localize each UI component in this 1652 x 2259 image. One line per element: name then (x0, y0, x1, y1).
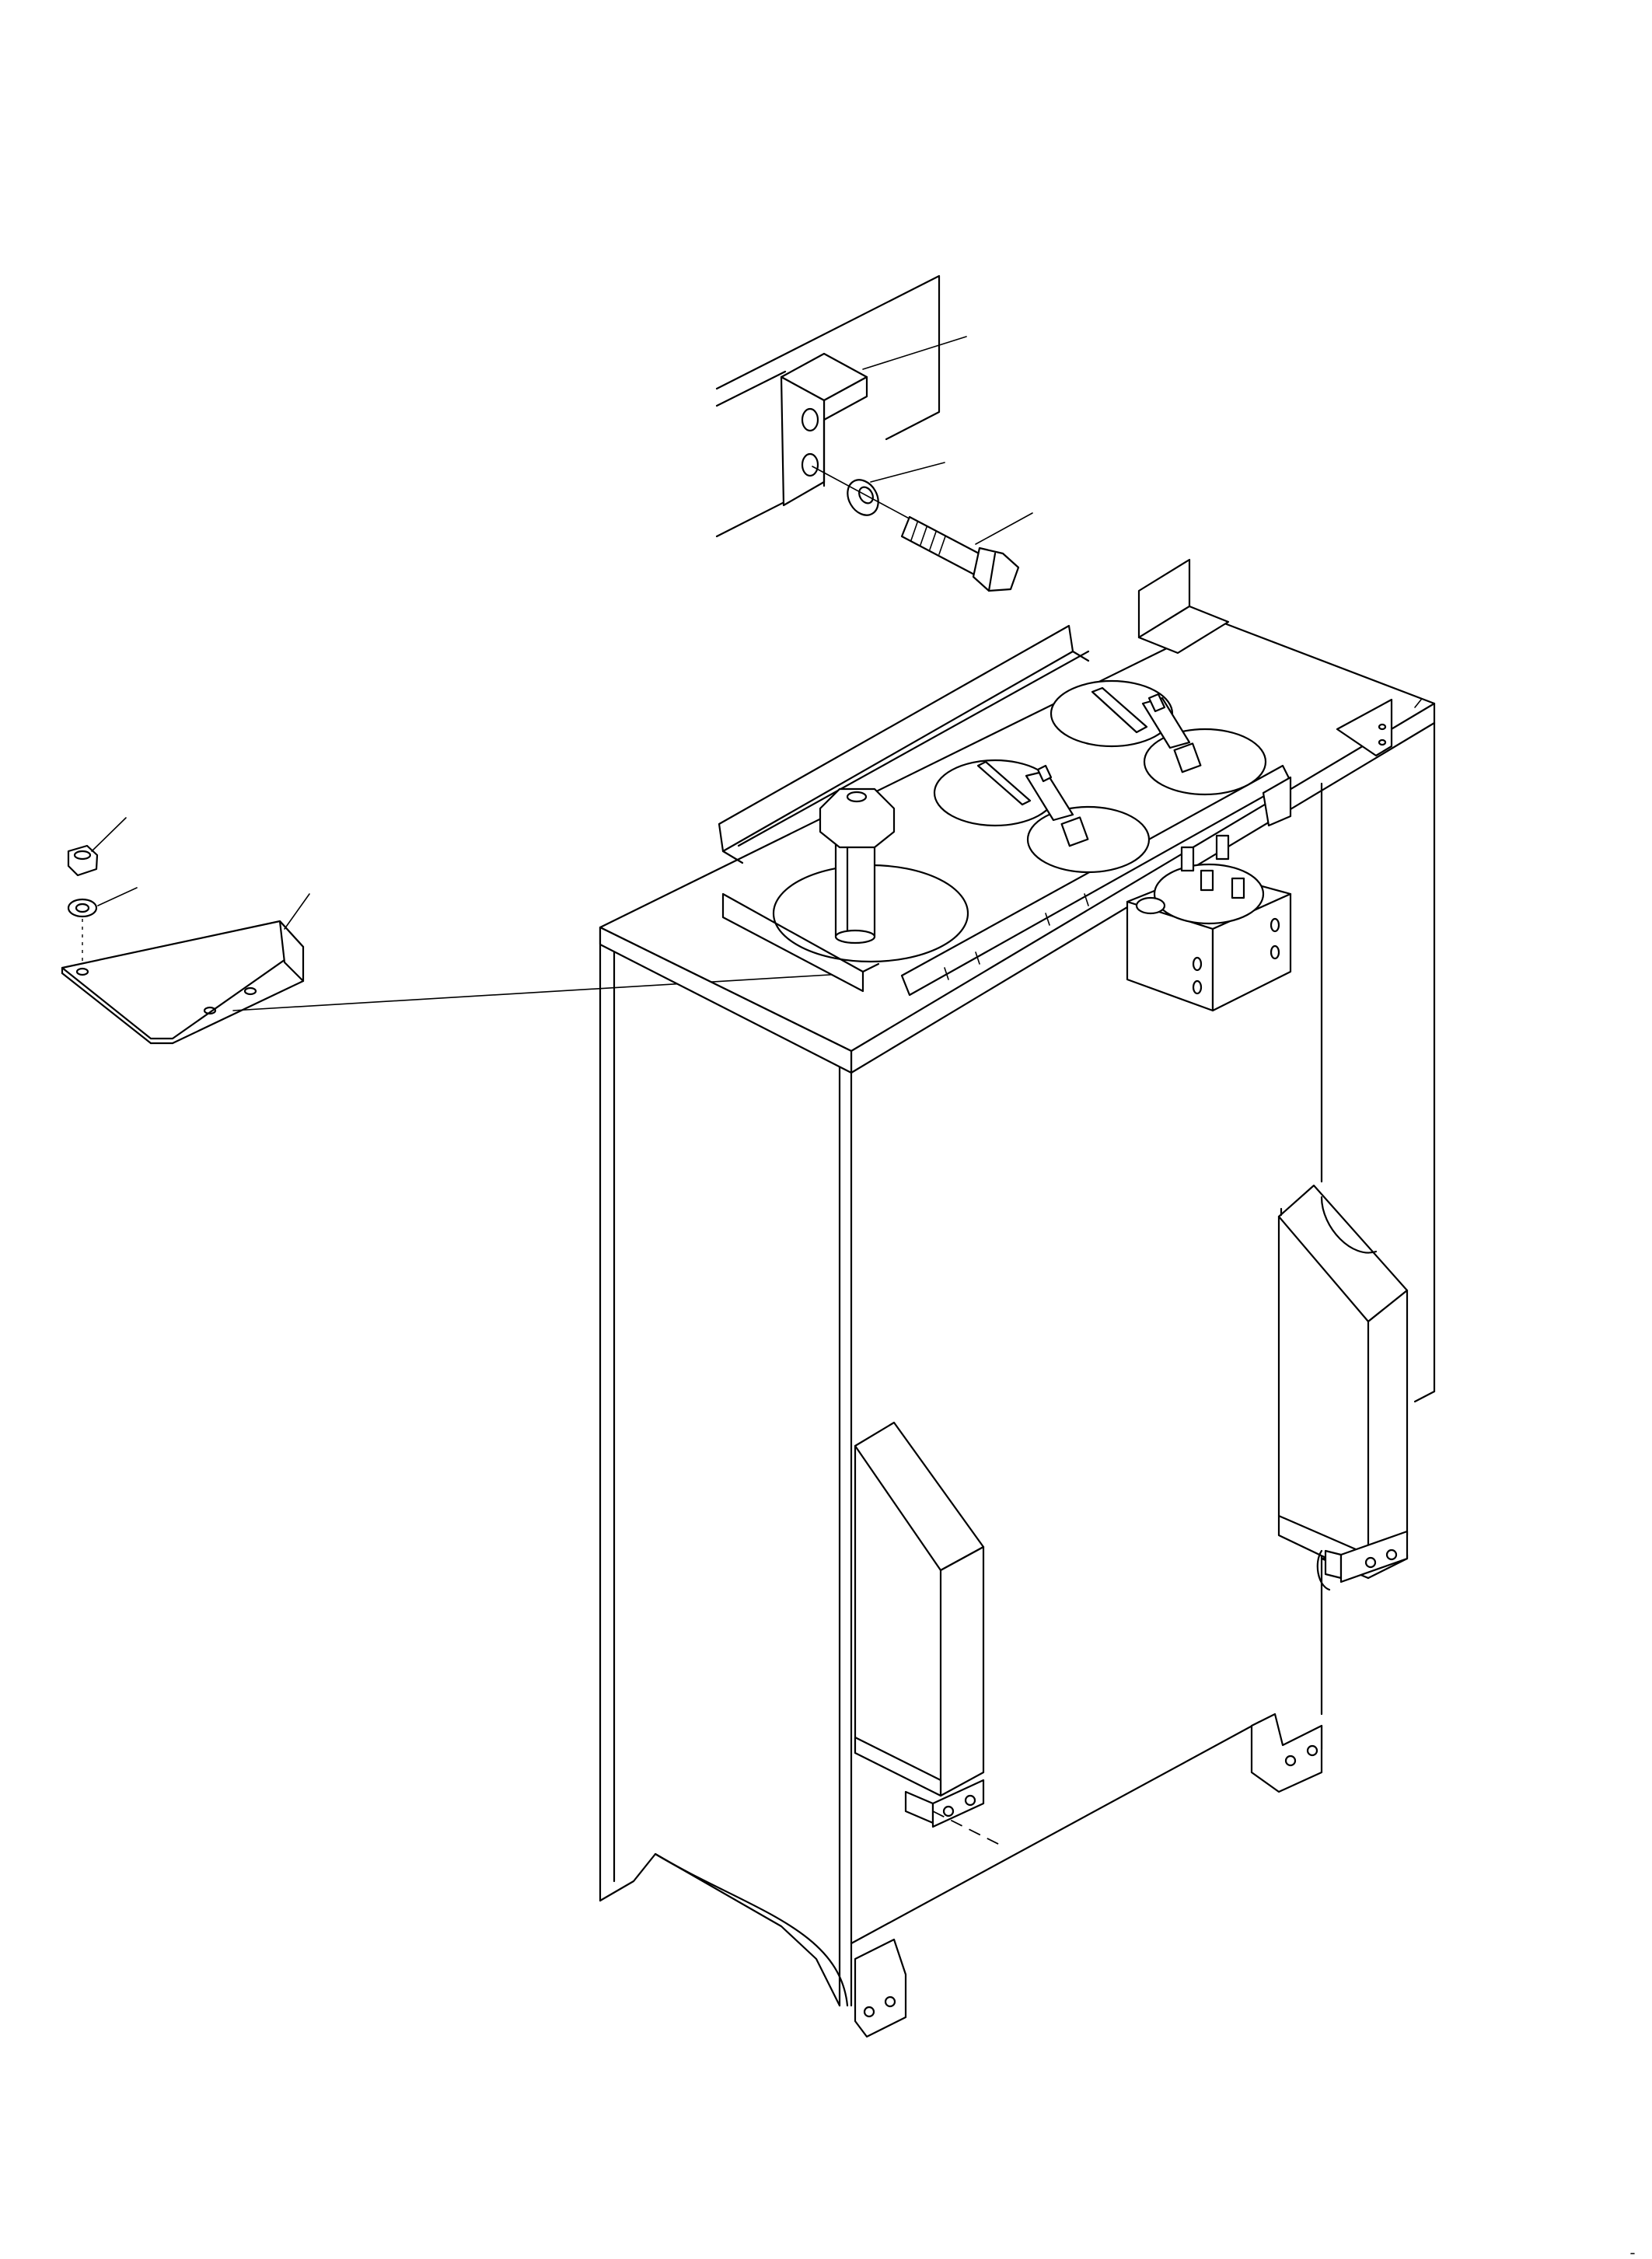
cover-plate (61, 920, 305, 1045)
tank-side-face (850, 702, 1436, 1945)
corner-bracket-rear (1137, 558, 1230, 655)
washer (847, 479, 879, 516)
corner-bracket-right (1336, 698, 1422, 757)
front-foot (854, 1938, 907, 2038)
side-boss (1316, 1549, 1331, 1591)
access-cover-1 (933, 759, 1151, 874)
filter-cover (772, 787, 969, 963)
access-cover-2 (1050, 679, 1267, 796)
leader-lock-washer (97, 887, 138, 906)
leader-nut (91, 817, 127, 852)
bracket-detail (715, 274, 1033, 592)
leader-bolt (975, 512, 1033, 545)
small-bracket-mid (1262, 776, 1292, 827)
lock-washer (67, 898, 98, 918)
tank-assembly (599, 558, 1436, 2038)
rear-foot (1250, 1713, 1323, 1793)
valve-block (1126, 834, 1292, 1012)
leader-washer (870, 462, 945, 483)
top-angle-strip (718, 624, 1090, 864)
leader-cover-plate (284, 893, 310, 930)
leader-plate-to-tank (232, 972, 856, 1011)
bolt (900, 515, 1020, 592)
cover-plate-detail (61, 817, 856, 1045)
nut (67, 844, 99, 877)
angle-bracket (780, 352, 868, 507)
tank-front-face (599, 926, 853, 2007)
right-mount-column (1277, 1184, 1409, 1583)
front-mount-column (854, 1421, 1004, 1847)
leader-bracket (862, 336, 967, 370)
